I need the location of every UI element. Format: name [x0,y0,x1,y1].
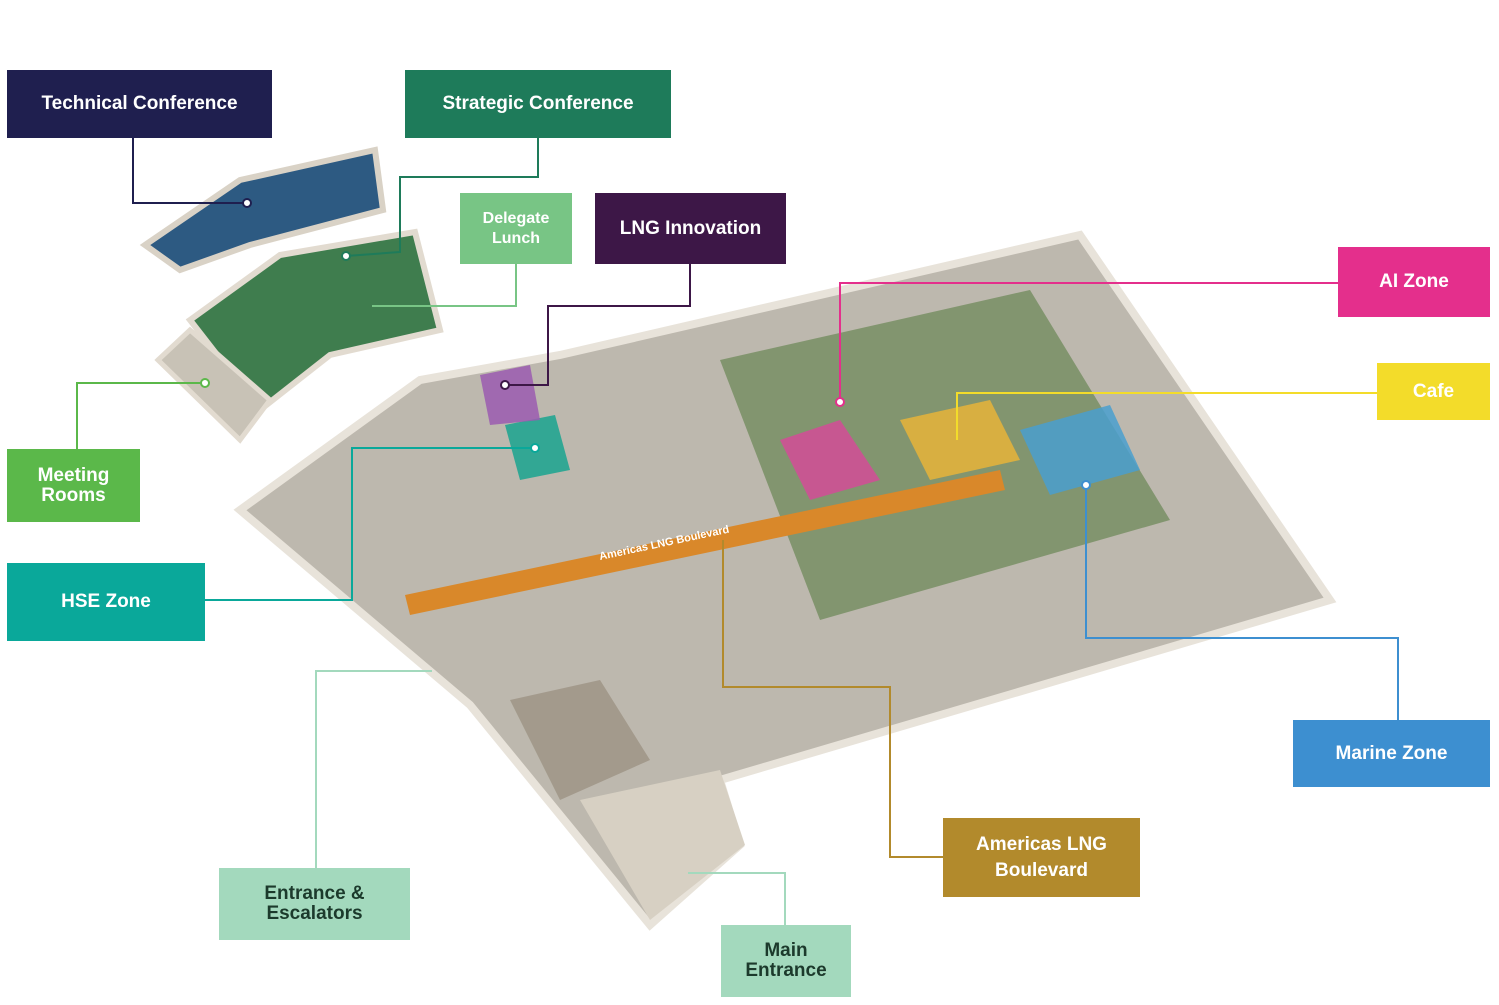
cafe-area[interactable] [900,400,1020,480]
label-cafe[interactable]: Cafe [1377,363,1490,420]
label-hse-zone[interactable]: HSE Zone [7,563,205,641]
americas-lng-boulevard-path[interactable] [405,470,1005,615]
technical-conference-leader [132,138,247,204]
lng-innovation-leader [505,264,691,386]
label-delegate-lunch[interactable]: Delegate Lunch [460,193,572,264]
label-technical-conference[interactable]: Technical Conference [7,70,272,138]
ai-zone-leader [839,282,1338,402]
label-lng-innovation[interactable]: LNG Innovation [595,193,786,264]
label-ai-zone[interactable]: AI Zone [1338,247,1490,317]
ai-zone-marker [835,397,845,407]
label-strategic-conference[interactable]: Strategic Conference [405,70,671,138]
label-entrance-escalators[interactable]: Entrance & Escalators [219,868,410,940]
meeting-rooms-area[interactable] [154,326,274,444]
entrance-area[interactable] [510,680,650,800]
label-americas-lng-boulevard[interactable]: Americas LNG Boulevard [943,818,1140,897]
lng-innovation-area[interactable] [480,365,540,425]
marine-zone-leader [1085,485,1399,720]
boulevard-leader [722,540,943,858]
strategic-conference-marker [341,251,351,261]
marine-zone-area[interactable] [1020,405,1140,495]
delegate-lunch-leader [372,264,517,307]
hse-zone-leader [205,447,535,601]
meeting-rooms-leader [76,382,205,449]
ai-zone-area[interactable] [780,420,880,500]
main-entrance-leader [688,872,786,925]
hse-zone-marker [530,443,540,453]
marine-zone-marker [1081,480,1091,490]
label-main-entrance[interactable]: Main Entrance [721,925,851,997]
entrance-escalators-leader [315,670,432,868]
cafe-leader [956,392,1377,440]
strategic-conference-leader [345,138,539,257]
main-entrance-area[interactable] [580,770,745,920]
meeting-rooms-marker [200,378,210,388]
label-marine-zone[interactable]: Marine Zone [1293,720,1490,787]
lng-innovation-marker [500,380,510,390]
technical-conference-marker [242,198,252,208]
technical-conference-room[interactable] [139,146,387,274]
label-meeting-rooms[interactable]: Meeting Rooms [7,449,140,522]
